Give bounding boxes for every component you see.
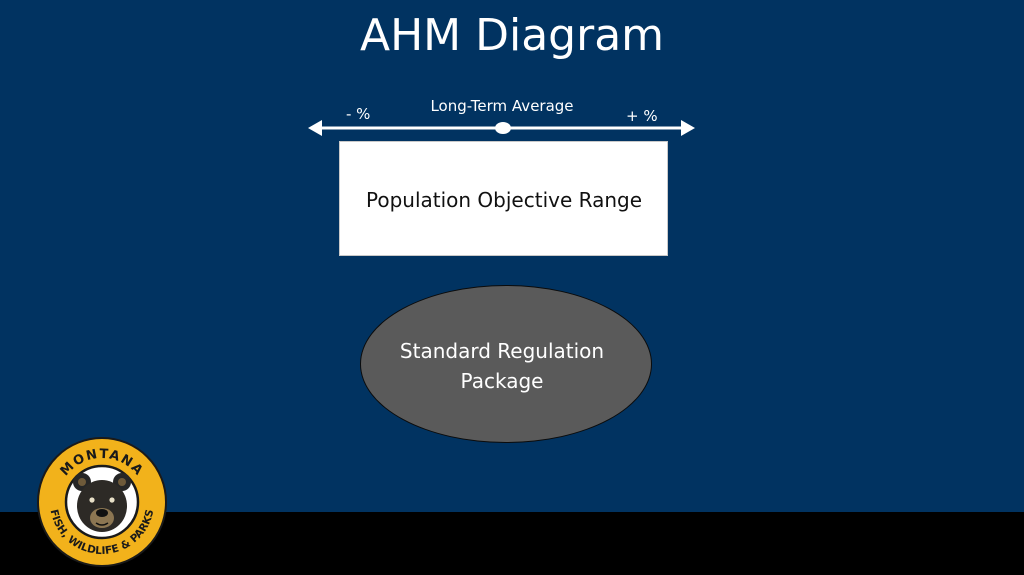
population-objective-label: Population Objective Range [366, 188, 643, 212]
standard-regulation-label: Standard Regulation Package [360, 336, 644, 396]
population-objective-box [339, 141, 668, 256]
long-term-average-marker [495, 122, 511, 134]
left-arrowhead-icon [308, 120, 322, 136]
right-arrowhead-icon [681, 120, 695, 136]
bear-head-icon [73, 473, 131, 532]
slide-title: AHM Diagram [359, 10, 665, 61]
plus-percent-label: + % [626, 107, 658, 125]
footer-bar [0, 512, 1024, 575]
minus-percent-label: - % [346, 105, 371, 123]
regulation-line-1: Standard Regulation [399, 339, 605, 363]
regulation-line-2: Package [460, 369, 544, 393]
long-term-average-label: Long-Term Average [430, 97, 574, 115]
standard-regulation-ellipse [360, 285, 652, 443]
population-scale-arrow [308, 120, 695, 136]
montana-fwp-logo: MONTANA FISH, WILDLIFE & PARKS [37, 437, 167, 567]
